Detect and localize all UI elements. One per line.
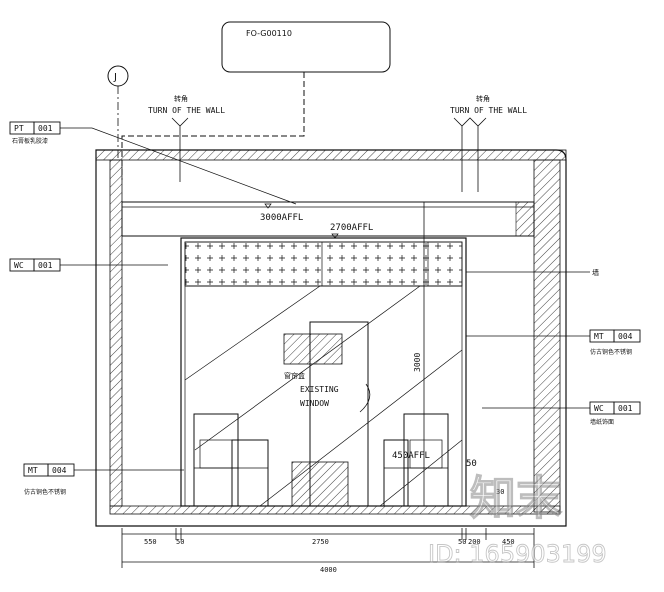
tag-wc-right-note: 墙纸饰面 [590,418,614,426]
dim-right-50: 50 [466,459,477,469]
left-wall-section [109,159,123,507]
soffit-level-label: 2700AFFL [330,223,373,233]
tag-wc-right-num: 001 [618,404,633,413]
tag-mt-left-code: MT [28,466,38,475]
bottom-dimensions: 550 50 2750 50 200 450 4000 50 30 [121,459,535,574]
tag-pt-code: PT [14,124,24,133]
grid-bubble-label: J [113,72,117,83]
height-dim-label: 3000 [413,353,422,372]
curtain-bundle [283,333,343,365]
tag-pt-left: PT 001 石膏板乳胶漆 [9,121,297,205]
wall-turn-left-en: TURN OF THE WALL [148,106,225,115]
side-table [291,461,349,507]
tag-wc-left-num: 001 [38,261,53,270]
dim-200: 200 [468,538,481,546]
ceiling-bulkhead: 3000AFFL 2700AFFL [121,201,535,239]
dim-4000: 4000 [320,566,337,574]
dim-550: 550 [144,538,157,546]
furniture: 450AFFL [193,413,449,507]
dim-50a: 50 [176,538,184,546]
wall-turn-right-en: TURN OF THE WALL [450,106,527,115]
tag-mt-right: MT 004 仿古铜色不锈钢 [466,329,641,356]
tag-wc-right-code: WC [594,404,604,413]
wall-turn-right-cn: 转角 [476,94,490,103]
dim-50b: 50 [458,538,466,546]
side-note: 墙 [466,268,599,277]
window-note: 窗帘盒 [284,371,305,380]
tag-mt-left: MT 004 仿古铜色不锈钢 [23,463,184,496]
tag-pt-note: 石膏板乳胶漆 [12,137,48,145]
tag-mt-right-note: 仿古铜色不锈钢 [590,348,632,356]
dim-450: 450 [502,538,515,546]
wall-turn-left: 转角 TURN OF THE WALL [148,94,225,182]
grid-bubble: J [107,65,129,160]
window-label-line1: EXISTING [300,385,339,394]
chair-left [193,413,269,507]
window-label-line2: WINDOW [300,399,329,408]
tag-wc-left: WC 001 [9,258,168,272]
side-note-text: 墙 [592,268,599,277]
wall-turn-right: 转角 TURN OF THE WALL [450,94,527,192]
dim-2750: 2750 [312,538,329,546]
title-block: FO-G00110 [121,21,391,180]
tag-mt-left-num: 004 [52,466,67,475]
sill-level-label: 450AFFL [392,451,430,461]
chair-right [383,413,449,507]
watermark-brand: 知末 [470,471,562,525]
tag-mt-right-num: 004 [618,332,633,341]
title-block-ref: FO-G00110 [246,29,292,38]
window-opening: 窗帘盒 EXISTING WINDOW [180,237,467,507]
tag-pt-num: 001 [38,124,53,133]
watermark: 知末 ID: 165903199 [428,470,608,568]
dim-right-30: 30 [496,488,504,496]
tag-wc-left-code: WC [14,261,24,270]
wall-turn-left-cn: 转角 [174,94,188,103]
tag-mt-left-note: 仿古铜色不锈钢 [24,488,66,496]
ceiling-level-label: 3000AFFL [260,213,303,223]
tag-wc-right: WC 001 墙纸饰面 [482,401,641,426]
watermark-id: ID: 165903199 [428,540,607,568]
tag-mt-right-code: MT [594,332,604,341]
curtain-box-panel [184,241,463,287]
height-dimension: 3000 [413,202,425,506]
